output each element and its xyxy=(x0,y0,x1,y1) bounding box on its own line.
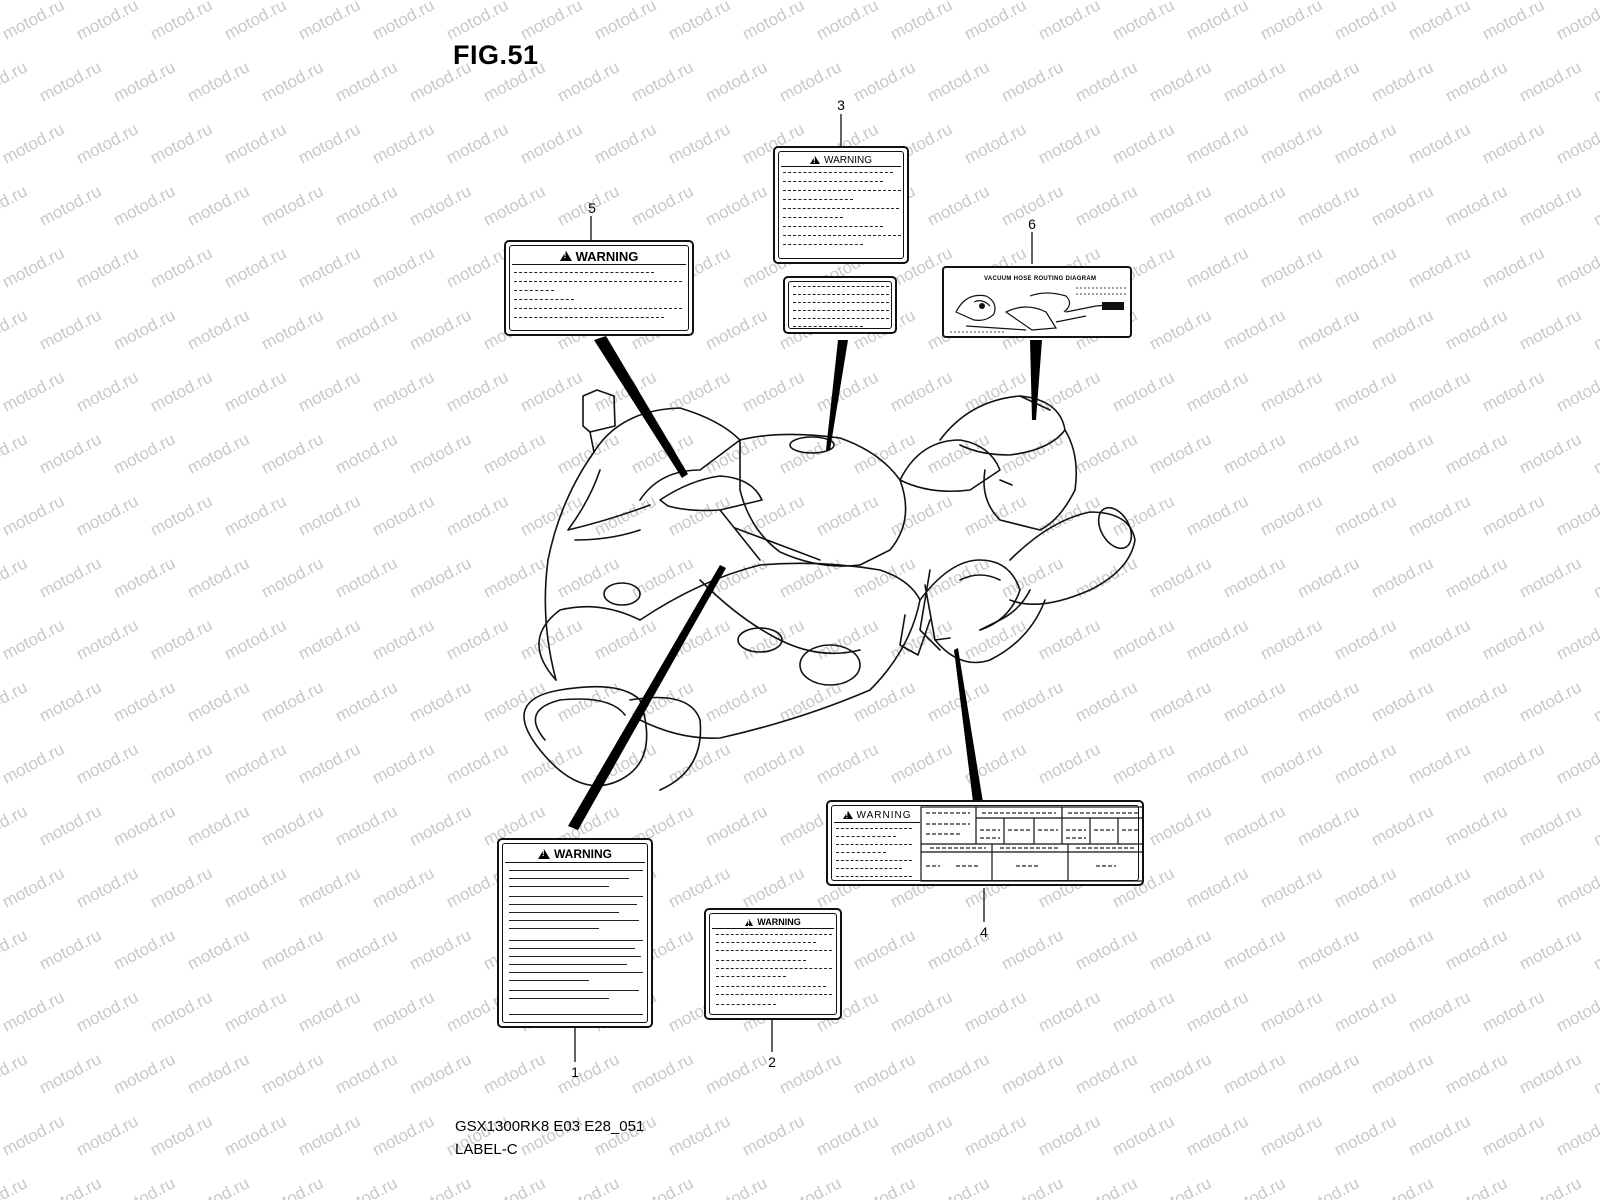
warning-triangle-icon xyxy=(559,251,572,261)
leader-1 xyxy=(568,565,726,830)
callout-3: 3 xyxy=(837,97,845,113)
warning-label-5: WARNING xyxy=(504,240,694,336)
leader-6 xyxy=(1030,340,1042,420)
callout-4: 4 xyxy=(980,924,988,940)
warning-heading: WARNING xyxy=(856,809,912,821)
warning-triangle-icon xyxy=(810,156,821,166)
hose-routing-diagram xyxy=(950,287,1126,333)
callout-6: 6 xyxy=(1028,216,1036,232)
warning-triangle-icon xyxy=(538,849,550,859)
warning-triangle-icon xyxy=(842,811,853,821)
warning-label-3-text-panel xyxy=(783,276,897,334)
callout-2: 2 xyxy=(768,1054,776,1070)
diagram-code: GSX1300RK8 E03 E28_051 xyxy=(455,1118,645,1135)
warning-heading: WARNING xyxy=(554,847,612,861)
vacuum-hose-label-6: VACUUM HOSE ROUTING DIAGRAM xyxy=(942,266,1132,338)
warning-heading: WARNING xyxy=(575,248,639,264)
callout-1: 1 xyxy=(571,1064,579,1080)
warning-label-4: WARNING xyxy=(826,800,1144,886)
warning-triangle-icon xyxy=(745,918,754,929)
warning-label-1: WARNING xyxy=(497,838,653,1028)
warning-heading: WARNING xyxy=(824,154,872,166)
warning-label-3: WARNING xyxy=(773,146,909,264)
spec-table xyxy=(920,806,1144,882)
diagram-name: LABEL-C xyxy=(455,1141,518,1158)
callout-5: 5 xyxy=(588,200,596,216)
warning-label-2: WARNING xyxy=(704,908,842,1020)
leader-3 xyxy=(826,340,848,450)
leader-5 xyxy=(594,336,688,478)
warning-heading: WARNING xyxy=(757,917,801,927)
figure-title: FIG.51 xyxy=(453,40,539,70)
vacuum-hose-title: VACUUM HOSE ROUTING DIAGRAM xyxy=(984,276,1097,282)
